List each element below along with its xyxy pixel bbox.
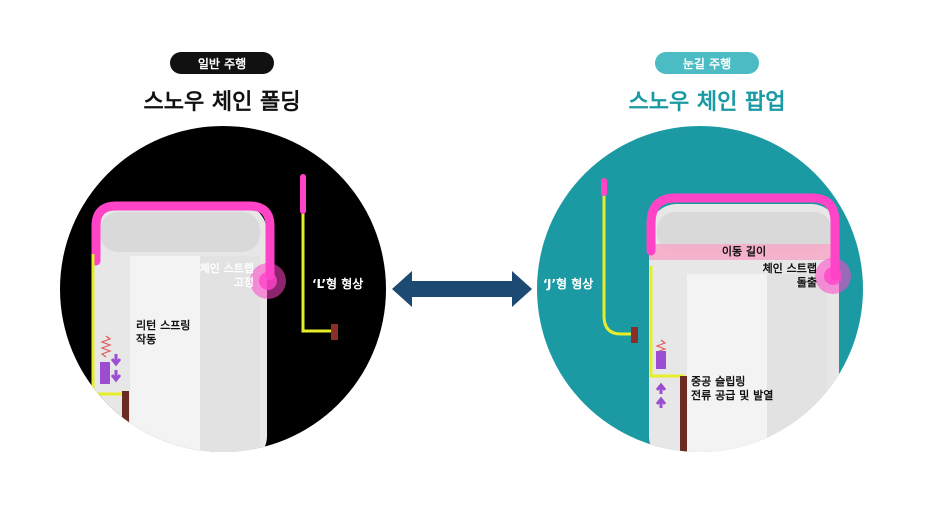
l-shape-label: ‘L’형 형상 bbox=[312, 277, 364, 291]
strap-protrude-label: 체인 스트랩 돌출 bbox=[762, 262, 817, 290]
hollow-slip-ring-label: 중공 슬립링 전류 공급 및 발열 bbox=[691, 375, 774, 403]
popup-wheel-illustration bbox=[601, 178, 851, 452]
normal-driving-badge: 일반 주행 bbox=[170, 52, 274, 74]
travel-length-label: 이동 길이 bbox=[721, 245, 767, 258]
popup-chain-diagram: 이동 길이 체인 스트랩 돌출 ‘J’형 형상 중공 슬립링 전류 공급 및 발… bbox=[537, 126, 863, 452]
folded-wheel-illustration bbox=[91, 174, 338, 452]
j-shape-label: ‘J’형 형상 bbox=[543, 277, 594, 291]
strap-fixed-label: 체인 스트랩 고정 bbox=[199, 262, 254, 290]
folded-chain-diagram: 체인 스트랩 고정 ‘L’형 형상 리턴 스프링 작동 bbox=[60, 126, 386, 452]
snow-driving-badge: 눈길 주행 bbox=[655, 52, 759, 74]
right-title: 스노우 체인 팝업 bbox=[628, 90, 786, 115]
return-spring-label: 리턴 스프링 작동 bbox=[136, 319, 191, 347]
left-title: 스노우 체인 폴딩 bbox=[143, 90, 301, 115]
